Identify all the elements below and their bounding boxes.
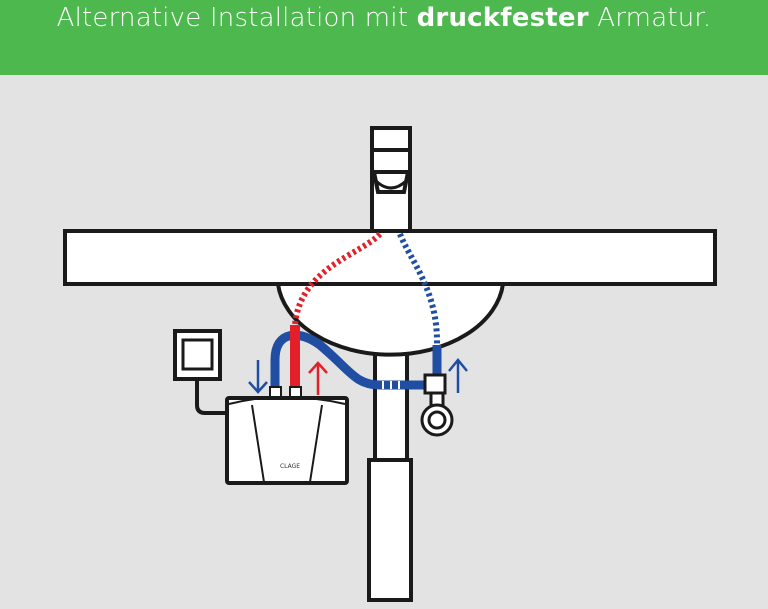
title-suffix: Armatur. (588, 3, 712, 33)
title-prefix: Alternative Installation mit (56, 3, 417, 33)
cold-hose-dashed (397, 232, 441, 346)
power-cable (195, 380, 228, 415)
arrow-down-cold-in-icon (248, 360, 268, 394)
drain-pipe-lower (367, 458, 413, 602)
faucet-aerator (374, 179, 408, 190)
arrow-up-hot-out-icon (308, 361, 328, 395)
header-banner: Alternative Installation mit druckfester… (0, 0, 768, 75)
countertop (63, 229, 717, 286)
arrow-up-cold-supply-icon (448, 358, 468, 393)
cold-hose-markings (382, 381, 400, 389)
heater-brand-logo: CLAGE (280, 463, 300, 470)
water-heater: CLAGE (225, 396, 349, 485)
title-bold: druckfester (416, 3, 589, 33)
faucet-lever (370, 126, 412, 152)
cold-hose (270, 330, 425, 393)
power-switch (181, 338, 214, 371)
angle-valve (420, 373, 454, 437)
page-title: Alternative Installation mit druckfester… (0, 0, 768, 36)
drain-pipe-upper (373, 348, 409, 467)
